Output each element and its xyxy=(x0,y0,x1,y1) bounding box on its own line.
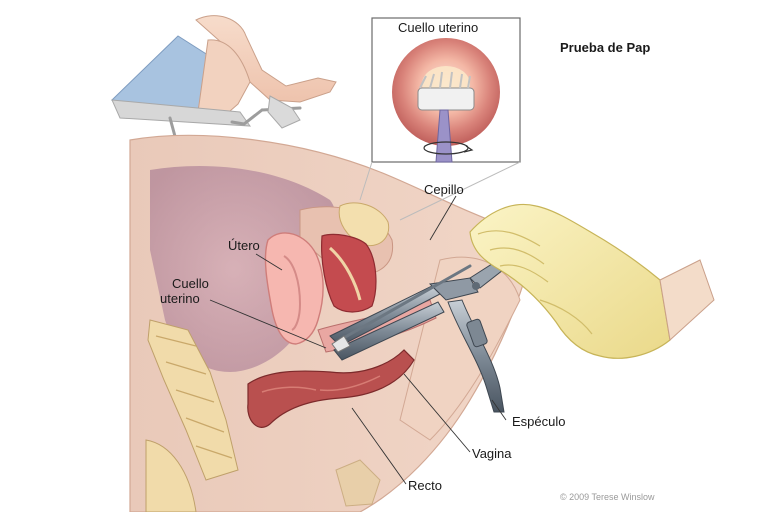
label-cervix-line1: Cuello xyxy=(172,276,209,291)
gloved-hand xyxy=(469,203,715,359)
patient-on-table-figure xyxy=(110,15,337,142)
inset-label: Cuello uterino xyxy=(398,20,479,35)
label-cervix-line2: uterino xyxy=(160,291,200,306)
leader-lines xyxy=(209,195,507,485)
figure-title: Prueba de Pap xyxy=(560,40,651,55)
label-uterus: Útero xyxy=(228,238,260,253)
label-speculum: Espéculo xyxy=(512,414,566,429)
cervix-inset xyxy=(359,17,521,221)
copyright-notice: © 2009 Terese Winslow xyxy=(560,492,655,502)
pelvic-cross-section xyxy=(129,134,531,512)
label-vagina: Vagina xyxy=(472,446,512,461)
brush-instrument xyxy=(331,264,472,353)
label-rectum: Recto xyxy=(408,478,442,493)
label-brush: Cepillo xyxy=(424,182,464,197)
